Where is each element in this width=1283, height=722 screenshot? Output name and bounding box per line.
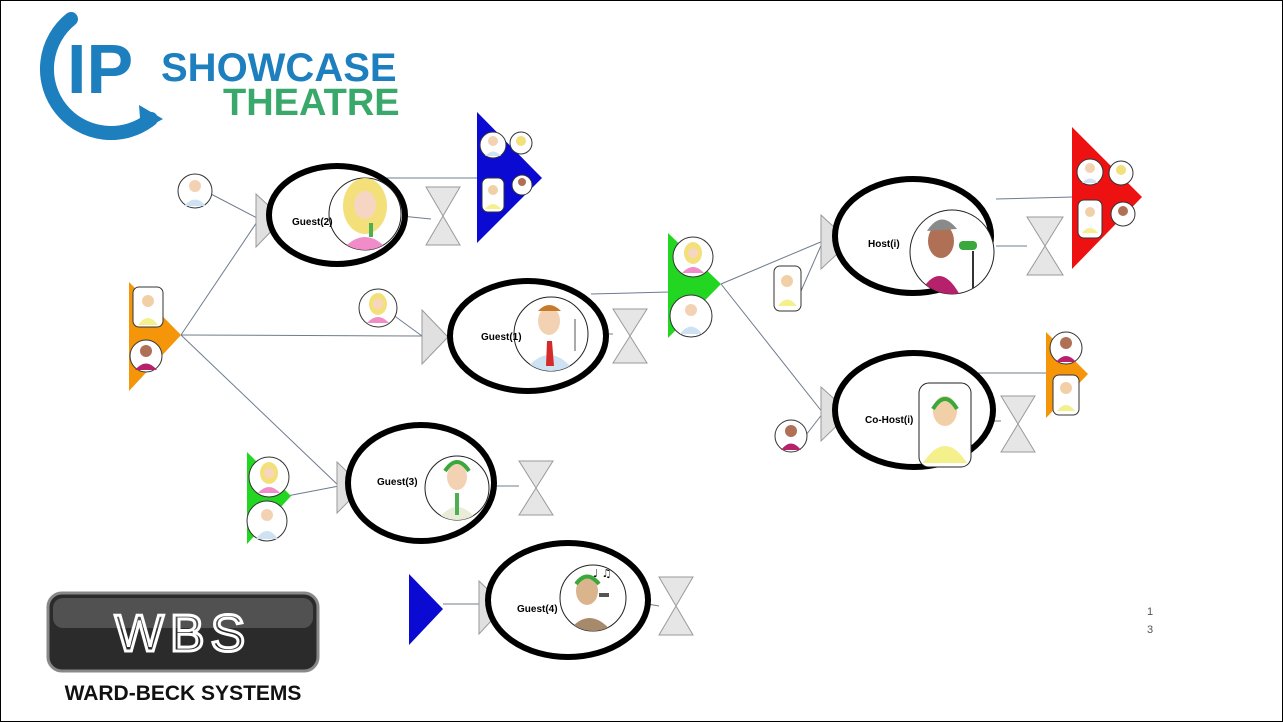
avatar-orange-out-1 xyxy=(1049,331,1083,365)
ip-showcase-logo: IP SHOWCASE THEATRE xyxy=(39,12,400,140)
avatar-orange-bottom xyxy=(129,339,163,373)
avatar-blue-2 xyxy=(509,131,533,155)
host-hourglass-icon xyxy=(1026,216,1064,276)
logo-ip-mark: IP xyxy=(67,30,133,108)
avatar-guest3-top xyxy=(248,456,290,498)
avatar-host-input xyxy=(773,265,802,312)
cohost-hourglass-icon xyxy=(1000,395,1036,453)
wbs-logo-mark: WBS xyxy=(115,605,251,663)
logo-theatre-text: THEATRE xyxy=(223,82,400,124)
edges xyxy=(180,177,1074,607)
hourglass-symbols xyxy=(425,186,1064,636)
wbs-logo-caption: WARD-BECK SYSTEMS xyxy=(65,682,302,705)
cohost-portrait xyxy=(918,382,972,468)
logo-arc xyxy=(39,12,158,140)
wbs-logo-sheen xyxy=(53,598,313,628)
blue-output-triangle xyxy=(477,112,542,243)
avatar-small-man xyxy=(177,173,213,209)
music-notes-icon: ♩ ♫ xyxy=(593,567,612,580)
avatar-orange-top xyxy=(132,286,164,328)
guest1-input-triangle xyxy=(421,308,449,366)
avatar-red-2 xyxy=(1108,160,1134,186)
node-label-guest4: Guest(4) xyxy=(517,604,558,615)
guest3-hourglass-icon xyxy=(518,460,554,516)
node-label-guest2: Guest(2) xyxy=(292,217,333,228)
page-number-digit-1: 1 xyxy=(1147,606,1154,618)
page-number: 1 3 xyxy=(1147,603,1161,639)
avatar-red-1 xyxy=(1076,158,1104,186)
avatar-guest3-bottom xyxy=(246,500,288,542)
node-label-host: Host(i) xyxy=(868,239,900,250)
avatars xyxy=(129,131,1136,542)
host-portrait xyxy=(909,209,995,295)
guest2-hourglass-icon xyxy=(425,186,461,246)
avatar-red-4 xyxy=(1110,201,1136,227)
logo-arrow xyxy=(139,105,163,131)
avatar-green-bottom xyxy=(669,294,713,338)
avatar-green-top xyxy=(672,236,714,278)
guest1-portrait xyxy=(513,296,589,372)
blue-source-triangle xyxy=(409,574,443,645)
avatar-blue-3 xyxy=(481,177,505,213)
node-label-guest3: Guest(3) xyxy=(377,477,418,488)
wbs-logo: WBS WARD-BECK SYSTEMS xyxy=(46,591,320,705)
node-label-guest1: Guest(1) xyxy=(481,332,522,343)
guest1-hourglass-icon xyxy=(612,308,648,364)
guest2-portrait xyxy=(328,177,402,251)
guest4-hourglass-icon xyxy=(658,576,694,636)
logo-showcase-text: SHOWCASE xyxy=(161,46,397,90)
avatar-small-woman xyxy=(358,288,398,328)
avatar-blue-1 xyxy=(479,131,507,159)
red-output-triangle xyxy=(1072,127,1142,269)
node-label-cohost: Co-Host(i) xyxy=(865,415,913,426)
avatar-orange-out-2 xyxy=(1052,374,1080,416)
avatar-red-3 xyxy=(1077,199,1103,239)
avatar-cohost-input xyxy=(774,419,808,453)
page-number-digit-2: 3 xyxy=(1147,624,1154,636)
avatar-blue-4 xyxy=(511,174,533,196)
